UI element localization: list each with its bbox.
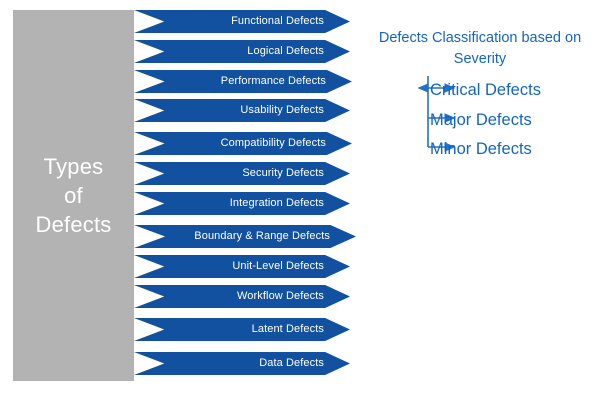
defect-type-chevron[interactable]: Functional Defects: [134, 10, 350, 33]
defect-type-chevron[interactable]: Data Defects: [134, 352, 350, 375]
defect-type-label: Usability Defects: [240, 104, 324, 116]
defect-type-label: Integration Defects: [229, 197, 324, 209]
defect-type-label: Data Defects: [259, 357, 324, 369]
defect-type-label: Unit-Level Defects: [232, 260, 324, 272]
defect-type-chevron[interactable]: Usability Defects: [134, 99, 350, 122]
defect-type-label: Latent Defects: [251, 323, 324, 335]
defect-type-label: Logical Defects: [247, 45, 324, 57]
types-of-defects-label: Types of Defects: [35, 153, 112, 238]
defect-type-chevron[interactable]: Security Defects: [134, 162, 350, 185]
severity-item[interactable]: Critical Defects: [430, 81, 541, 99]
defect-type-chevron[interactable]: Logical Defects: [134, 40, 350, 63]
defect-type-chevron[interactable]: Unit-Level Defects: [134, 255, 350, 278]
severity-item[interactable]: Major Defects: [430, 111, 532, 129]
defect-type-chevron[interactable]: Integration Defects: [134, 192, 350, 215]
defect-type-chevron[interactable]: Workflow Defects: [134, 285, 350, 308]
defect-type-label: Compatibility Defects: [220, 137, 326, 149]
severity-panel: Defects Classification based on Severity: [366, 28, 600, 69]
defect-type-label: Boundary & Range Defects: [194, 230, 330, 242]
defect-type-chevron[interactable]: Performance Defects: [134, 70, 352, 93]
defect-type-label: Workflow Defects: [237, 290, 324, 302]
defect-type-chevron[interactable]: Compatibility Defects: [134, 132, 352, 155]
defect-type-chevron[interactable]: Boundary & Range Defects: [134, 225, 356, 248]
severity-item[interactable]: Minor Defects: [430, 140, 532, 158]
types-of-defects-block: Types of Defects: [13, 10, 134, 381]
severity-panel-title: Defects Classification based on Severity: [378, 30, 582, 67]
defect-type-label: Performance Defects: [220, 75, 326, 87]
defect-type-label: Security Defects: [242, 167, 324, 179]
defect-type-label: Functional Defects: [231, 15, 324, 27]
defect-type-chevron[interactable]: Latent Defects: [134, 318, 350, 341]
severity-tree-connectors: [417, 76, 456, 152]
